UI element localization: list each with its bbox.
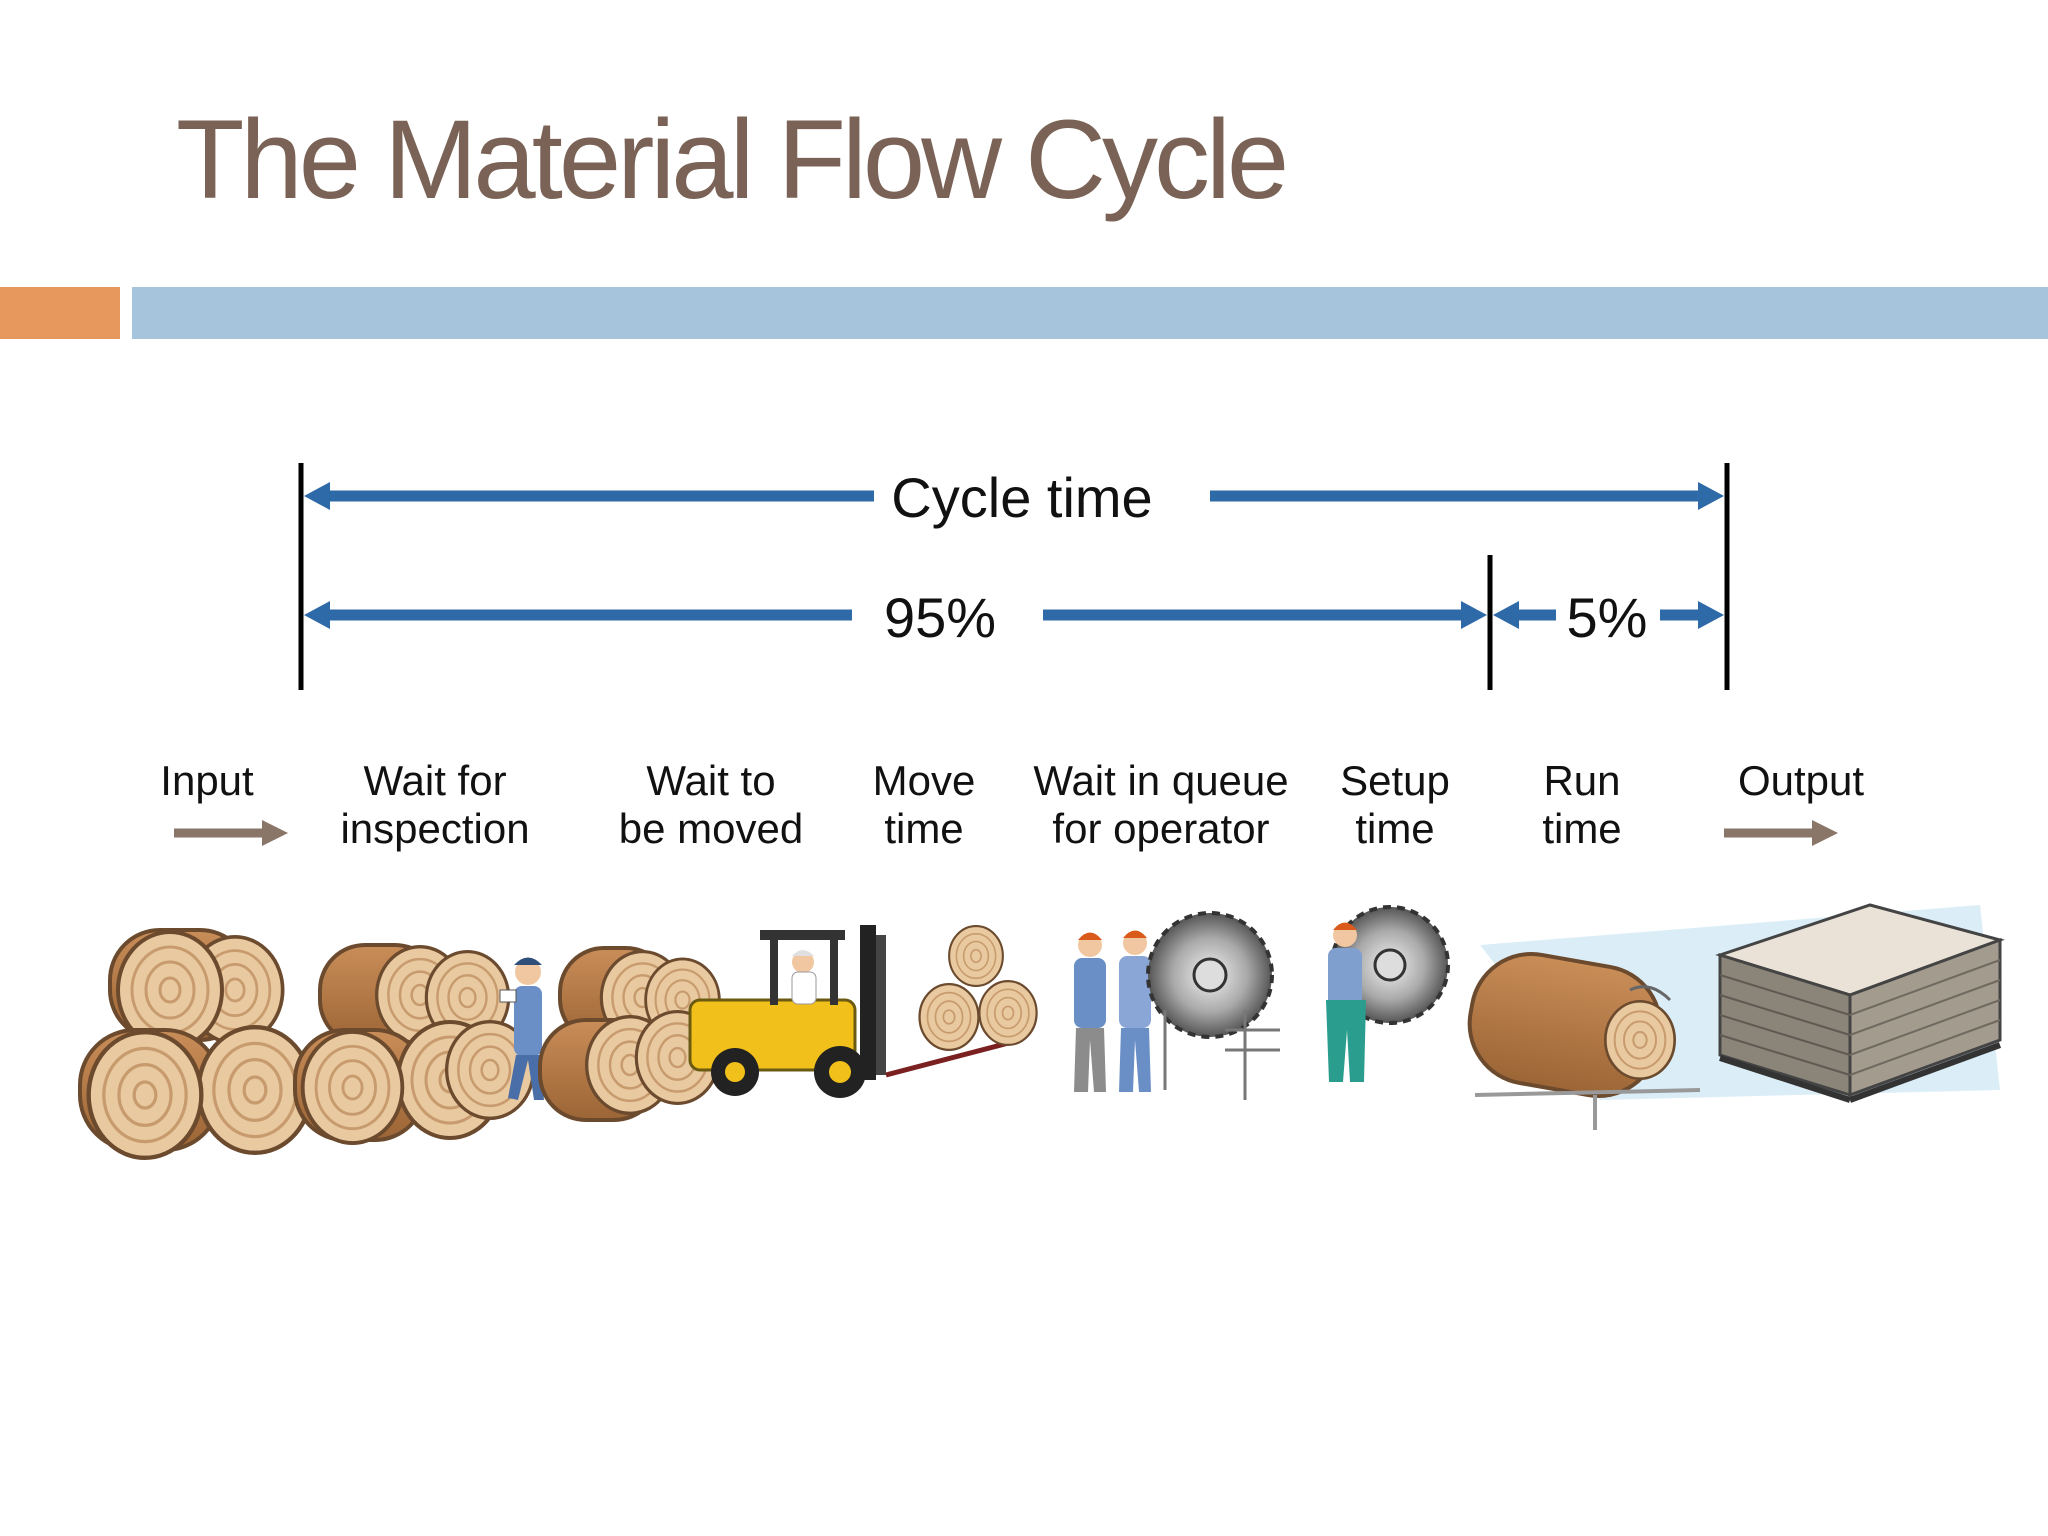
inspector-icon bbox=[499, 957, 544, 1100]
input-arrow bbox=[174, 820, 288, 846]
log-pile-icon bbox=[538, 946, 721, 1122]
non-value-arrow bbox=[304, 601, 1487, 629]
saw-blade-icon bbox=[1146, 911, 1280, 1100]
value-share-label: 5% bbox=[1566, 586, 1648, 649]
accent-band-blue bbox=[132, 287, 2048, 339]
non-value-share-label: 95% bbox=[883, 586, 997, 649]
value-arrow bbox=[1493, 601, 1724, 629]
cycle-time-arrow bbox=[304, 482, 1724, 510]
stage-output: Output bbox=[1737, 757, 1865, 804]
log-pile-icon bbox=[78, 928, 311, 1158]
page-title: The Material Flow Cycle bbox=[176, 97, 1289, 222]
log-pile-icon bbox=[293, 943, 536, 1145]
stage-input: Input bbox=[160, 757, 254, 804]
output-arrow bbox=[1724, 820, 1838, 846]
forklift-icon bbox=[688, 925, 1038, 1098]
cycle-time-label: Cycle time bbox=[891, 466, 1153, 529]
operators-icon bbox=[1074, 930, 1151, 1092]
accent-band-orange bbox=[0, 287, 120, 339]
lumber-stack-icon bbox=[1715, 903, 2005, 1103]
saw-blade-icon bbox=[1326, 905, 1450, 1082]
